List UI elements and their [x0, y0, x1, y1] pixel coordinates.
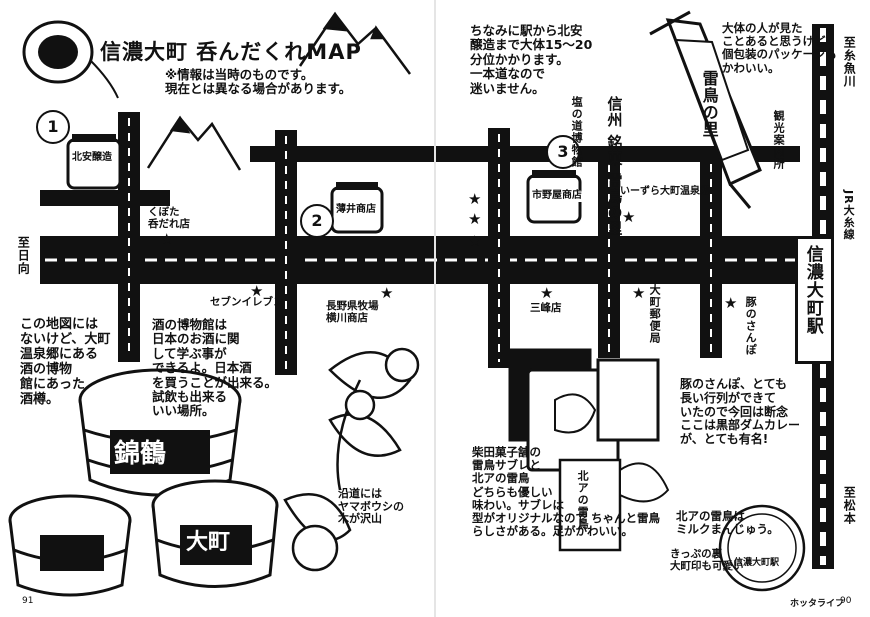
street-1	[118, 112, 140, 362]
raicho-title: 信州 銘菓 雷鳥の里	[605, 96, 624, 237]
walk-time-note: ちなみに駅から北安 醸造まで大体15〜20 分位かかります。 一本道なので 迷い…	[470, 23, 593, 96]
direction-itoigawa: 至糸魚川	[842, 36, 857, 88]
street-3	[488, 128, 510, 368]
direction-matsumoto: 至松本	[842, 486, 857, 525]
station-name: 信濃大町駅	[802, 245, 823, 335]
kitaa-raicho-note: 北アの雷鳥は ミルクまんじゅう。	[676, 509, 779, 537]
marker-2: 2	[300, 204, 334, 238]
mountain-illustration-map	[146, 115, 242, 171]
street-2	[275, 130, 297, 375]
direction-west: 至日向	[16, 236, 31, 275]
milk-package-label: 北アの雷鳥	[576, 470, 590, 530]
yamabousi-note: 沿道には ヤマボウシの 木が沢山	[338, 487, 404, 526]
raicho-package-label: 雷鳥の里	[699, 70, 719, 138]
star-icon: ★	[160, 230, 174, 248]
sake-barrels-illustration	[8, 368, 279, 597]
package-comment: 大体の人が見た ことあると思うけど 個包装のパッケージも かわいい。	[722, 21, 837, 75]
star-icon: ★	[632, 284, 646, 302]
map-title: 信濃大町 呑んだくれMAP	[100, 40, 362, 64]
star-icon: ★	[380, 284, 394, 302]
place-shio-museum: 塩の道博物館	[570, 96, 584, 168]
star-icon: ★	[468, 210, 482, 228]
barrel-label-2: 大町	[186, 530, 231, 555]
star-icon: ★	[250, 282, 264, 300]
place-tourist-info: 観光案内所	[772, 110, 786, 170]
raicho-sable-packages	[508, 348, 670, 552]
star-icon: ★	[468, 232, 482, 250]
butanosanpo-note: 豚のさんぽ、とても 長い行列ができて いたので今回は断念 ここは黒部ダムカレー …	[680, 377, 801, 447]
marker-2-label: 薄井商店	[336, 204, 376, 216]
marker-3-label: 市野屋商店	[532, 190, 582, 202]
upper-left-road	[40, 190, 170, 206]
star-icon: ★	[724, 294, 738, 312]
disclaimer-note: ※情報は当時のものです。 現在とは異なる場合があります。	[165, 67, 352, 97]
place-seven-eleven: セブンイレブン	[210, 296, 284, 308]
star-icon: ★	[540, 284, 554, 302]
page-fold	[434, 0, 436, 617]
right-page-number: 90	[840, 596, 852, 606]
sweets-note: 柴田菓子舗の 雷鳥サブレと 北アの雷鳥 どちらも優しい 味わい。サブレは 型がオ…	[472, 445, 661, 539]
mountain-illustration-top	[298, 11, 412, 75]
place-onsen: いーずら大町温泉郷	[620, 186, 710, 197]
star-icon: ★	[622, 208, 636, 226]
marker-3: 3	[546, 135, 580, 169]
magazine-name: ホッタライフ	[790, 599, 845, 609]
marker-1: 1	[36, 110, 70, 144]
place-post-office: 大町郵便局	[648, 284, 662, 344]
place-yokokawa: 長野県牧場 横川商店	[326, 300, 379, 325]
place-sobaya: 豚のさんぽ	[744, 296, 758, 356]
raicho-no-sato-package	[649, 10, 762, 209]
stamp-label: 信濃大町駅	[734, 558, 780, 568]
left-page-number: 91	[22, 596, 34, 606]
onsen-barrel-note: この地図には ないけど、大町 温泉郷にある 酒の博物 館にあった 酒樽。	[20, 317, 111, 407]
omachi-station-box: 信濃大町駅	[795, 236, 834, 364]
sake-cup-icon	[22, 20, 119, 99]
yamabousi-illustration	[283, 347, 420, 572]
ticket-note: きっぷの裏 大町印も可愛い	[670, 548, 744, 573]
barrel-label-1: 錦鶴	[114, 439, 167, 469]
star-icon: ★	[468, 190, 482, 208]
place-kubota: くぼた 呑だれ店	[148, 206, 190, 231]
upper-road	[250, 146, 800, 162]
marker-1-label: 北安醸造	[72, 152, 112, 164]
museum-note: 酒の博物館は 日本のお酒に関 して学ぶ事が できるよ。日本酒 を買うことが出来る…	[152, 317, 278, 419]
place-mitsuba: 三峰店	[530, 302, 562, 314]
station-stamp	[718, 504, 806, 592]
rail-line-label: JR大糸線	[842, 190, 856, 241]
